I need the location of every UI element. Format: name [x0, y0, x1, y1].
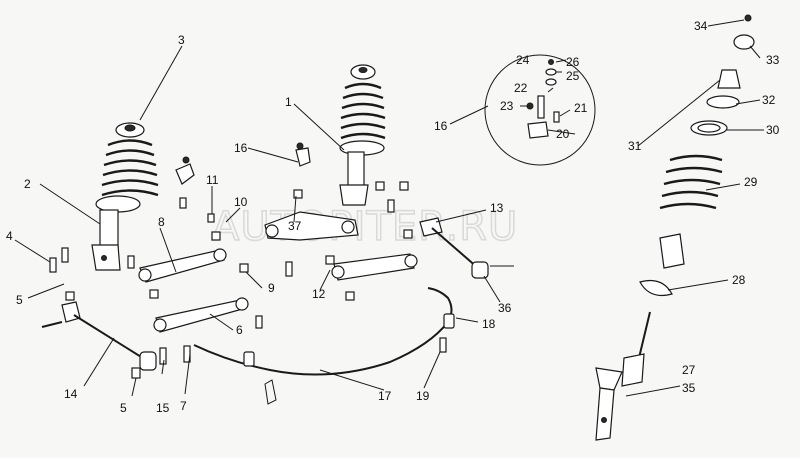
trailing-link: [41, 301, 157, 371]
watermark: AUTOPITER.RU: [212, 204, 518, 250]
lateral-link: [419, 217, 514, 279]
callout-1: 1: [285, 95, 292, 109]
callout-3: 3: [178, 33, 185, 47]
callout-8: 8: [158, 215, 165, 229]
callout-31: 31: [628, 139, 642, 153]
callout-5-left: 5: [16, 293, 23, 307]
leader-lines: [14, 19, 764, 397]
callout-10: 10: [234, 195, 248, 209]
callout-6: 6: [236, 323, 243, 337]
callout-34: 34: [694, 19, 708, 33]
callout-12: 12: [312, 287, 326, 301]
callout-2: 2: [24, 177, 31, 191]
knuckle-brackets: [175, 142, 311, 185]
callout-28: 28: [732, 273, 746, 287]
callout-17: 17: [378, 389, 392, 403]
callout-15: 15: [156, 401, 170, 415]
callout-18: 18: [482, 317, 496, 331]
callout-9: 9: [268, 281, 275, 295]
control-arms: [138, 248, 418, 333]
callout-11: 11: [206, 173, 219, 187]
callout-19: 19: [416, 389, 430, 403]
callout-5-bottom: 5: [120, 401, 127, 415]
callout-23: 23: [500, 99, 514, 113]
callout-16-center: 16: [234, 141, 248, 155]
callout-7: 7: [180, 399, 187, 413]
callout-22: 22: [514, 81, 528, 95]
right-strut-exploded: [595, 14, 755, 441]
callout-16-inset: 16: [434, 119, 448, 133]
callout-27: 27: [682, 363, 696, 377]
callout-29: 29: [744, 175, 758, 189]
callout-30: 30: [766, 123, 780, 137]
callout-14: 14: [64, 387, 78, 401]
callout-4: 4: [6, 229, 13, 243]
stabilizer-bar: [193, 287, 455, 405]
detail-inset-circle: [484, 54, 596, 166]
callout-36: 36: [498, 301, 512, 315]
fasteners: [49, 181, 447, 379]
callout-21: 21: [574, 101, 588, 115]
callout-20: 20: [556, 127, 570, 141]
callout-26: 26: [566, 55, 580, 69]
callout-35: 35: [682, 381, 696, 395]
callout-24: 24: [516, 53, 530, 67]
center-spring-strut-assembly: [264, 64, 386, 241]
callout-32: 32: [762, 93, 776, 107]
callout-37: 37: [288, 219, 302, 233]
left-spring-strut-assembly: [91, 122, 159, 271]
callout-13: 13: [490, 201, 504, 215]
callout-25: 25: [566, 69, 580, 83]
callout-33: 33: [766, 53, 780, 67]
callout-labels: 3 2 4 5 8 6 7 15 5 14 9 10 11 1 16 37 12…: [6, 19, 780, 415]
